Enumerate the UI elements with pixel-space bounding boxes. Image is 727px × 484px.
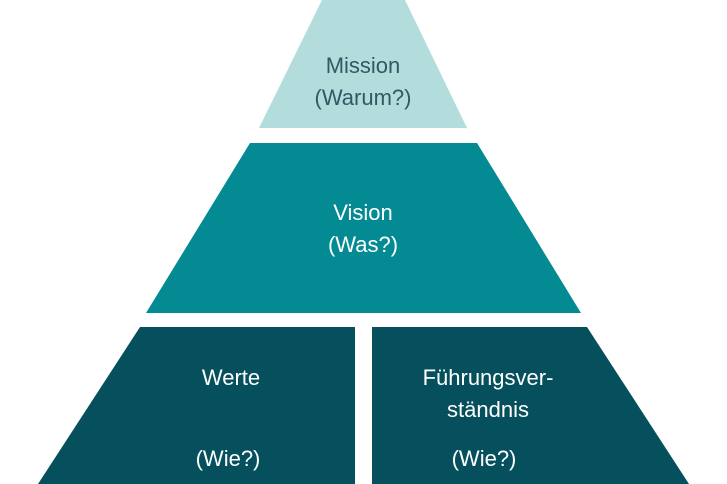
werte-shape: [38, 327, 355, 484]
mission-shape: [259, 0, 467, 128]
vision-question: (Was?): [328, 232, 398, 257]
vision-shape: [146, 143, 581, 313]
werte-question: (Wie?): [196, 446, 261, 471]
werte-title: Werte: [202, 365, 260, 390]
fuehrungsverstaendnis-question: (Wie?): [452, 446, 517, 471]
fuehrungsverstaendnis-title-line1: Führungsver-: [423, 365, 554, 390]
fuehrungsverstaendnis-tier: Führungsver- ständnis (Wie?): [372, 327, 689, 484]
vision-tier: Vision (Was?): [146, 143, 581, 313]
fuehrungsverstaendnis-shape: [372, 327, 689, 484]
mission-tier: Mission (Warum?): [259, 0, 467, 128]
fuehrungsverstaendnis-title-line2: ständnis: [447, 397, 529, 422]
werte-tier: Werte (Wie?): [38, 327, 355, 484]
vision-title: Vision: [333, 200, 393, 225]
mission-question: (Warum?): [315, 85, 412, 110]
mission-title: Mission: [326, 53, 401, 78]
